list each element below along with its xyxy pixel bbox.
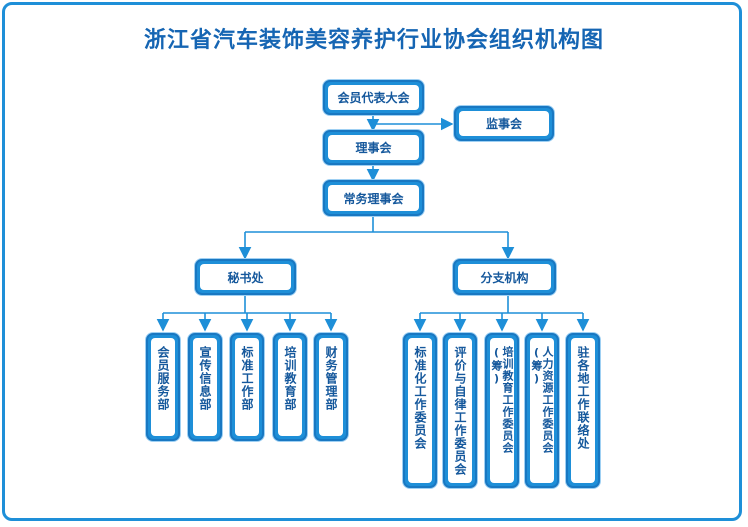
page-title: 浙江省汽车装饰美容养护行业协会组织机构图 <box>143 28 604 53</box>
secretariat-box: 秘书处 <box>195 259 296 295</box>
secretariat-label: 秘书处 <box>227 270 264 285</box>
branch-committee-box: 驻各地工作联络处 <box>566 333 600 488</box>
secretariat-dept-label: 培训教育部 <box>283 346 297 411</box>
branch-committee-label: 培训教育工作委员会(筹) <box>490 346 514 454</box>
secretariat-dept-box: 宣传信息部 <box>188 333 222 441</box>
council-box: 理事会 <box>323 130 424 165</box>
supervisors-label: 监事会 <box>485 117 522 131</box>
branches-box: 分支机构 <box>453 259 556 295</box>
secretariat-dept-label: 会员服务部 <box>156 346 170 411</box>
council-label: 理事会 <box>355 141 392 155</box>
secretariat-dept-box: 财务管理部 <box>314 333 348 441</box>
supervisors-box: 监事会 <box>454 106 554 141</box>
branches-label: 分支机构 <box>480 270 529 285</box>
branch-committee-box: 人力资源工作委员会(筹) <box>525 333 559 488</box>
secretariat-dept-box: 标准工作部 <box>230 333 264 441</box>
congress-label: 会员代表大会 <box>337 91 410 105</box>
branch-committee-box: 培训教育工作委员会(筹) <box>485 333 519 488</box>
branch-committee-box: 标准化工作委员会 <box>403 333 437 488</box>
branch-committee-label: 人力资源工作委员会(筹) <box>530 346 554 454</box>
secretariat-dept-box: 会员服务部 <box>146 333 180 441</box>
secretariat-dept-label: 宣传信息部 <box>198 346 212 411</box>
standing-council-box: 常务理事会 <box>323 180 424 216</box>
branch-committee-label: 标准化工作委员会 <box>413 346 427 450</box>
secretariat-dept-box: 培训教育部 <box>273 333 307 441</box>
branch-committee-label: 评价与自律工作委员会 <box>453 346 467 476</box>
congress-box: 会员代表大会 <box>323 80 424 115</box>
secretariat-dept-label: 标准工作部 <box>240 346 254 411</box>
standing-council-label: 常务理事会 <box>343 191 404 206</box>
branch-committee-box: 评价与自律工作委员会 <box>443 333 477 488</box>
diagram-frame <box>2 2 742 521</box>
secretariat-dept-label: 财务管理部 <box>324 346 338 411</box>
branch-committee-label: 驻各地工作联络处 <box>576 346 590 450</box>
